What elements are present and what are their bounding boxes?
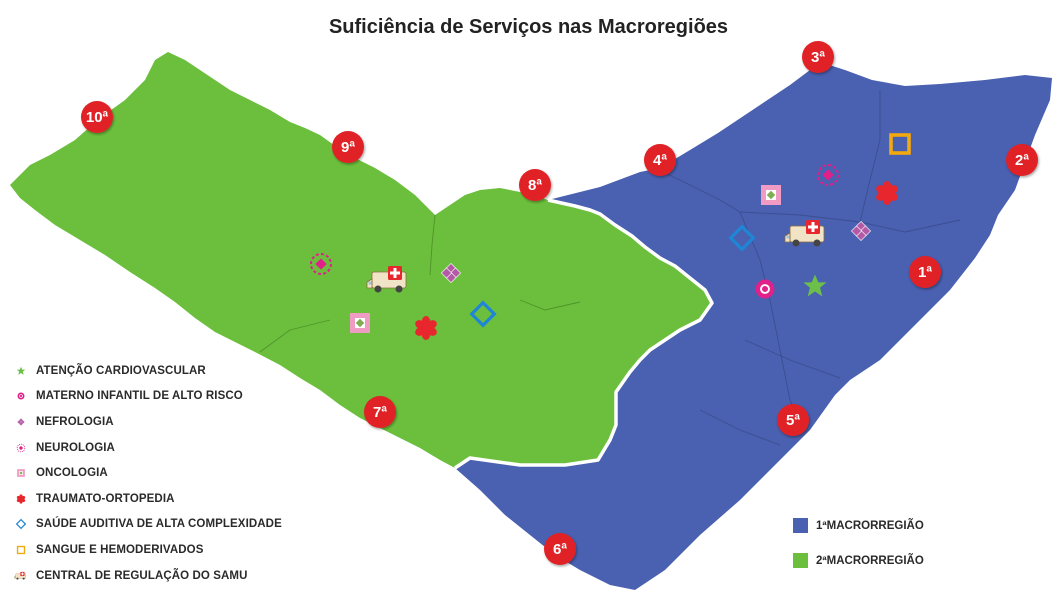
region-marker: 10ª [81,101,113,133]
region-marker: 9ª [332,131,364,163]
legend-item: TRAUMATO-ORTOPEDIA [12,486,282,512]
macro-swatch [793,553,808,568]
legend-label: TRAUMATO-ORTOPEDIA [36,492,175,505]
legend-item: SANGUE E HEMODERIVADOS [12,537,282,563]
service-icons [310,133,911,340]
region-label: 8ª [528,177,542,194]
flower-icon [415,316,437,340]
macro-legend-item: 1ªMACRORREGIÃO [793,508,924,543]
dashed-circle-icon [12,441,30,455]
macroregion-legend: 1ªMACRORREGIÃO 2ªMACRORREGIÃO [793,508,924,578]
ring-icon [12,389,30,403]
legend-item: ATENÇÃO CARDIOVASCULAR [12,358,282,384]
region-marker: 5ª [777,404,809,436]
region-marker: 3ª [802,41,834,73]
macro-legend-label: 2ªMACRORREGIÃO [816,554,924,567]
region-marker: 4ª [644,144,676,176]
ambulance-icon [366,266,407,293]
blue-diamond-icon [728,224,756,252]
region-marker: 1ª [909,256,941,288]
yellow-square-icon [889,133,911,155]
pink-square-icon [761,185,781,205]
diamond-cluster-icon [850,220,872,242]
macro-legend-label: 1ªMACRORREGIÃO [816,519,924,532]
legend-item: CENTRAL DE REGULAÇÃO DO SAMU [12,563,282,589]
diamond-cluster-icon [440,262,462,284]
legend-item: SAÚDE AUDITIVA DE ALTA COMPLEXIDADE [12,512,282,538]
legend-item: NEFROLOGIA [12,409,282,435]
macro-legend-item: 2ªMACRORREGIÃO [793,543,924,578]
legend-item: ONCOLOGIA [12,460,282,486]
region-marker: 2ª [1006,144,1038,176]
pink-square-icon [12,466,30,480]
ambulance-icon [12,569,30,583]
legend-label: CENTRAL DE REGULAÇÃO DO SAMU [36,569,248,582]
region-marker: 7ª [364,396,396,428]
macro-swatch [793,518,808,533]
region-marker: 6ª [544,533,576,565]
diamond-cluster-icon [12,415,30,429]
legend-item: NEUROLOGIA [12,435,282,461]
region-label: 2ª [1015,152,1029,169]
region-markers: 1ª 2ª 3ª 4ª 5ª 6ª 7ª 8ª 9ª 10ª [81,41,1038,565]
region-label: 1ª [918,264,932,281]
blue-diamond-icon [12,517,30,531]
ring-icon [755,279,775,299]
region-label: 6ª [553,541,567,558]
legend-label: ONCOLOGIA [36,467,108,480]
legend-label: ATENÇÃO CARDIOVASCULAR [36,364,206,377]
legend-label: SANGUE E HEMODERIVADOS [36,543,204,556]
star-icon [12,364,30,378]
region-label: 9ª [341,139,355,156]
macro2-area [10,52,712,468]
region-label: 7ª [373,404,387,421]
legend-label: SAÚDE AUDITIVA DE ALTA COMPLEXIDADE [36,518,282,531]
blue-diamond-icon [469,300,497,328]
region-label: 3ª [811,49,825,66]
yellow-square-icon [12,543,30,557]
star-icon [803,274,827,297]
ambulance-icon [784,220,825,247]
region-label: 5ª [786,412,800,429]
legend-label: NEUROLOGIA [36,441,115,454]
legend-label: MATERNO INFANTIL DE ALTO RISCO [36,390,243,403]
services-legend: ATENÇÃO CARDIOVASCULAR MATERNO INFANTIL D… [12,358,282,588]
legend-item: MATERNO INFANTIL DE ALTO RISCO [12,384,282,410]
flower-icon [12,492,30,506]
region-borders-green [259,214,581,353]
macro1-area [455,62,1052,590]
map-title: Suficiência de Serviços nas Macroregiões [328,16,729,38]
region-marker: 8ª [519,169,551,201]
flower-icon [876,181,898,205]
pink-square-icon [350,313,370,333]
legend-label: NEFROLOGIA [36,415,114,428]
macro-boundary [454,198,714,470]
region-label: 10ª [86,109,109,126]
region-label: 4ª [653,152,667,169]
